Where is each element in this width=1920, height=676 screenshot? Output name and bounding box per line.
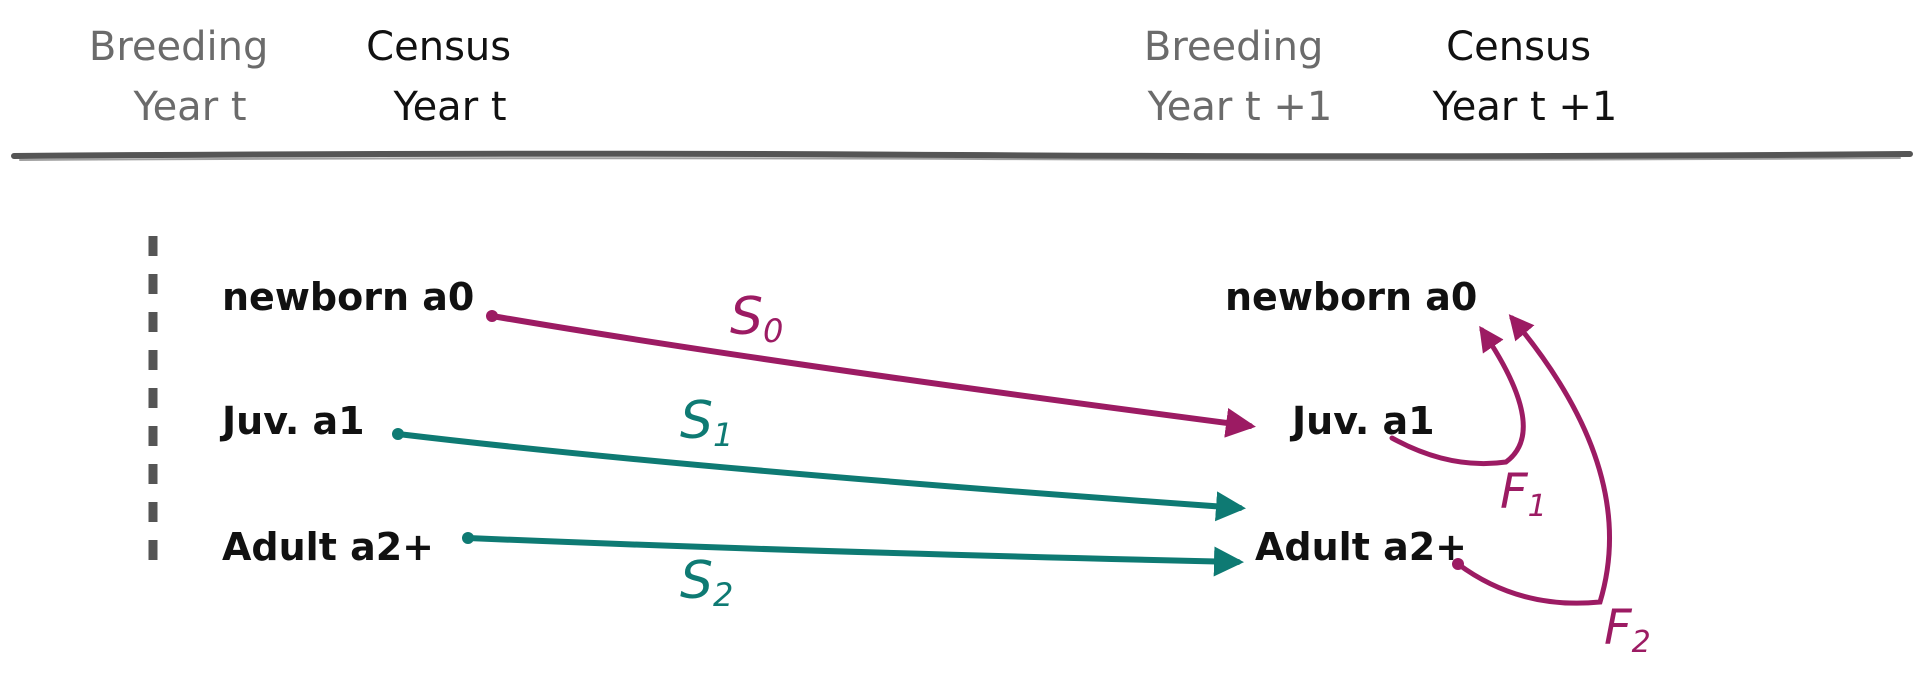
census-year-t-line2: Year t: [392, 84, 506, 130]
label-s2: S2: [680, 551, 733, 614]
label-s0: S0: [730, 287, 783, 350]
label-s1: S1: [680, 391, 733, 454]
arrow-s2: [462, 532, 1244, 577]
breeding-year-t1-line1: Breeding: [1144, 24, 1323, 70]
node-left-adult: Adult a2+: [222, 525, 434, 569]
label-s2-letter: S: [680, 551, 713, 611]
label-s2-sub: 2: [713, 576, 733, 614]
label-f1: F1: [1500, 464, 1547, 524]
label-s0-sub: 0: [763, 312, 783, 350]
label-f1-letter: F: [1500, 464, 1529, 520]
node-right-juv: Juv. a1: [1289, 399, 1435, 443]
header-divider: [11, 150, 1913, 161]
arrow-f1: [1389, 325, 1526, 467]
census-year-t1-label: Census Year t +1: [1432, 24, 1618, 130]
label-s0-letter: S: [730, 287, 763, 347]
breeding-year-t-line1: Breeding: [89, 24, 268, 70]
census-year-t-line1: Census: [366, 24, 511, 70]
breeding-year-t-label: Breeding Year t: [89, 24, 281, 130]
breeding-year-t1-label: Breeding Year t +1: [1144, 24, 1336, 130]
census-year-t1-line1: Census: [1446, 24, 1591, 70]
node-left-newborn: newborn a0: [222, 275, 474, 319]
label-f2-letter: F: [1604, 600, 1633, 656]
label-s1-letter: S: [680, 391, 713, 451]
label-f2: F2: [1604, 600, 1651, 660]
label-s1-sub: 1: [713, 416, 733, 454]
census-year-t1-line2: Year t +1: [1432, 84, 1618, 130]
arrow-s1: [392, 428, 1246, 522]
label-f1-sub: 1: [1528, 489, 1547, 524]
label-f2-sub: 2: [1632, 625, 1651, 660]
census-year-t-label: Census Year t: [366, 24, 524, 130]
header: Breeding Year t Census Year t Breeding Y…: [89, 24, 1617, 130]
breeding-year-t1-line2: Year t +1: [1147, 84, 1333, 130]
arrow-f2: [1452, 314, 1612, 606]
node-right-newborn: newborn a0: [1225, 275, 1477, 319]
arrow-s0: [486, 310, 1256, 438]
node-right-adult: Adult a2+: [1255, 525, 1467, 569]
breeding-year-t-line2: Year t: [132, 84, 246, 130]
node-left-juv: Juv. a1: [219, 399, 365, 443]
